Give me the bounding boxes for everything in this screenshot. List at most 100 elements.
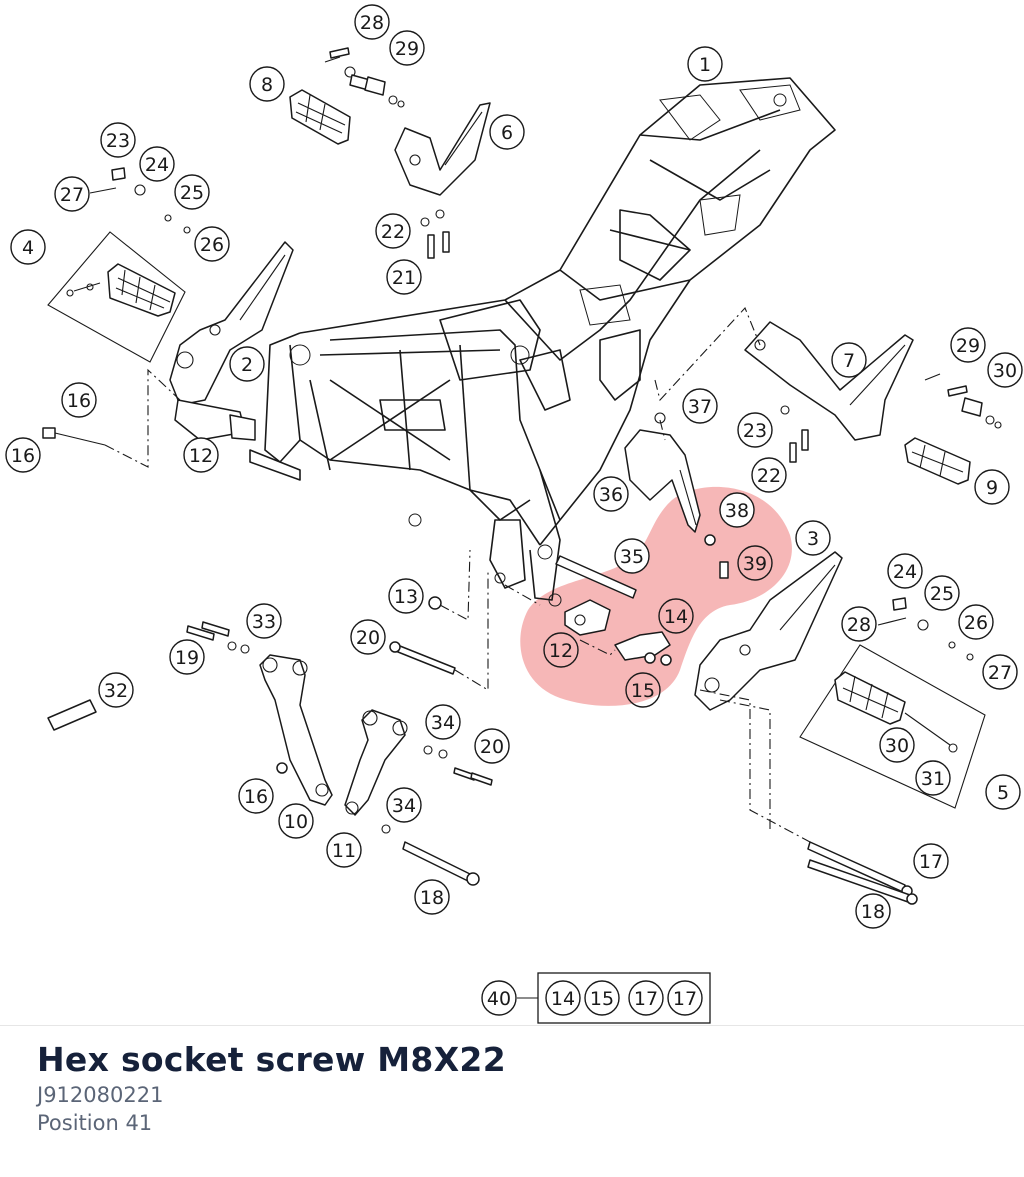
callout-circle	[667, 980, 703, 1016]
callout-28[interactable]: 28	[354, 4, 390, 40]
callout-circle	[751, 457, 787, 493]
callout-circle	[246, 603, 282, 639]
footrest-kit-left-box	[47, 231, 186, 363]
callout-34[interactable]: 34	[386, 787, 422, 823]
callout-25[interactable]: 25	[174, 174, 210, 210]
callout-29[interactable]: 29	[950, 327, 986, 363]
callout-label: 39	[743, 553, 767, 575]
callout-19[interactable]: 19	[169, 639, 205, 675]
callout-34[interactable]: 34	[425, 704, 461, 740]
callout-label: 38	[725, 500, 749, 522]
callout-8[interactable]: 8	[249, 66, 285, 102]
callout-35[interactable]: 35	[614, 538, 650, 574]
callout-3[interactable]: 3	[795, 520, 831, 556]
callout-37[interactable]: 37	[682, 388, 718, 424]
callout-15[interactable]: 15	[584, 980, 620, 1016]
callout-11[interactable]: 11	[326, 832, 362, 868]
callout-label: 29	[395, 38, 419, 60]
callout-label: 10	[284, 811, 308, 833]
callout-23[interactable]: 23	[100, 122, 136, 158]
callout-label: 12	[549, 640, 573, 662]
callout-38[interactable]: 38	[719, 492, 755, 528]
callout-23[interactable]: 23	[737, 412, 773, 448]
callout-24[interactable]: 24	[887, 553, 923, 589]
callout-label: 34	[392, 795, 416, 817]
callout-circle	[350, 619, 386, 655]
callout-26[interactable]: 26	[194, 226, 230, 262]
callout-22[interactable]: 22	[751, 457, 787, 493]
callout-circle	[183, 437, 219, 473]
callout-15[interactable]: 15	[625, 672, 661, 708]
footrest-bracket-right	[694, 551, 843, 711]
callout-13[interactable]: 13	[388, 578, 424, 614]
part-position: Position 41	[37, 1111, 153, 1135]
passenger-bracket-top	[394, 102, 491, 196]
callout-label: 23	[106, 130, 130, 152]
callout-20[interactable]: 20	[474, 728, 510, 764]
callout-label: 7	[843, 350, 855, 372]
callout-17[interactable]: 17	[628, 980, 664, 1016]
callout-label: 24	[893, 561, 917, 583]
callout-circle	[795, 520, 831, 556]
callout-22[interactable]: 22	[375, 213, 411, 249]
callout-20[interactable]: 20	[350, 619, 386, 655]
callout-30[interactable]: 30	[987, 352, 1023, 388]
callout-12[interactable]: 12	[543, 632, 579, 668]
callout-label: 28	[360, 12, 384, 34]
callout-27[interactable]: 27	[982, 654, 1018, 690]
callout-29[interactable]: 29	[389, 30, 425, 66]
callout-28[interactable]: 28	[841, 606, 877, 642]
callout-32[interactable]: 32	[98, 672, 134, 708]
callout-circle	[414, 879, 450, 915]
callout-16[interactable]: 16	[5, 437, 41, 473]
callout-2[interactable]: 2	[229, 346, 265, 382]
callout-27[interactable]: 27	[54, 176, 90, 212]
callout-6[interactable]: 6	[489, 114, 525, 150]
callout-12[interactable]: 12	[183, 437, 219, 473]
callout-label: 14	[551, 988, 575, 1010]
callout-16[interactable]: 16	[61, 382, 97, 418]
callout-25[interactable]: 25	[924, 575, 960, 611]
callout-label: 23	[743, 420, 767, 442]
callout-circle	[687, 46, 723, 82]
callout-label: 15	[590, 988, 614, 1010]
callout-label: 16	[11, 445, 35, 467]
callout-circle	[831, 342, 867, 378]
callout-40[interactable]: 40	[481, 980, 517, 1016]
callout-7[interactable]: 7	[831, 342, 867, 378]
callout-5[interactable]: 5	[985, 774, 1021, 810]
callout-label: 28	[847, 614, 871, 636]
callout-18[interactable]: 18	[414, 879, 450, 915]
callout-16[interactable]: 16	[238, 778, 274, 814]
callout-label: 16	[244, 786, 268, 808]
callout-circle	[388, 578, 424, 614]
callout-4[interactable]: 4	[10, 229, 46, 265]
callout-label: 20	[480, 736, 504, 758]
divider	[0, 1025, 1024, 1026]
callout-26[interactable]: 26	[958, 604, 994, 640]
callout-circle	[950, 327, 986, 363]
callout-circle	[737, 412, 773, 448]
callout-label: 32	[104, 680, 128, 702]
callout-24[interactable]: 24	[139, 146, 175, 182]
callout-9[interactable]: 9	[974, 469, 1010, 505]
callout-1[interactable]: 1	[687, 46, 723, 82]
callout-21[interactable]: 21	[386, 259, 422, 295]
callout-circle	[389, 30, 425, 66]
callout-label: 2	[241, 354, 253, 376]
callout-label: 30	[885, 735, 909, 757]
callout-36[interactable]: 36	[593, 476, 629, 512]
callout-circle	[5, 437, 41, 473]
callout-31[interactable]: 31	[915, 760, 951, 796]
callout-circle	[987, 352, 1023, 388]
callout-30[interactable]: 30	[879, 727, 915, 763]
callout-39[interactable]: 39	[737, 545, 773, 581]
callout-33[interactable]: 33	[246, 603, 282, 639]
callout-14[interactable]: 14	[545, 980, 581, 1016]
callout-14[interactable]: 14	[658, 598, 694, 634]
callout-10[interactable]: 10	[278, 803, 314, 839]
callout-17[interactable]: 17	[913, 843, 949, 879]
callout-17[interactable]: 17	[667, 980, 703, 1016]
callout-18[interactable]: 18	[855, 893, 891, 929]
